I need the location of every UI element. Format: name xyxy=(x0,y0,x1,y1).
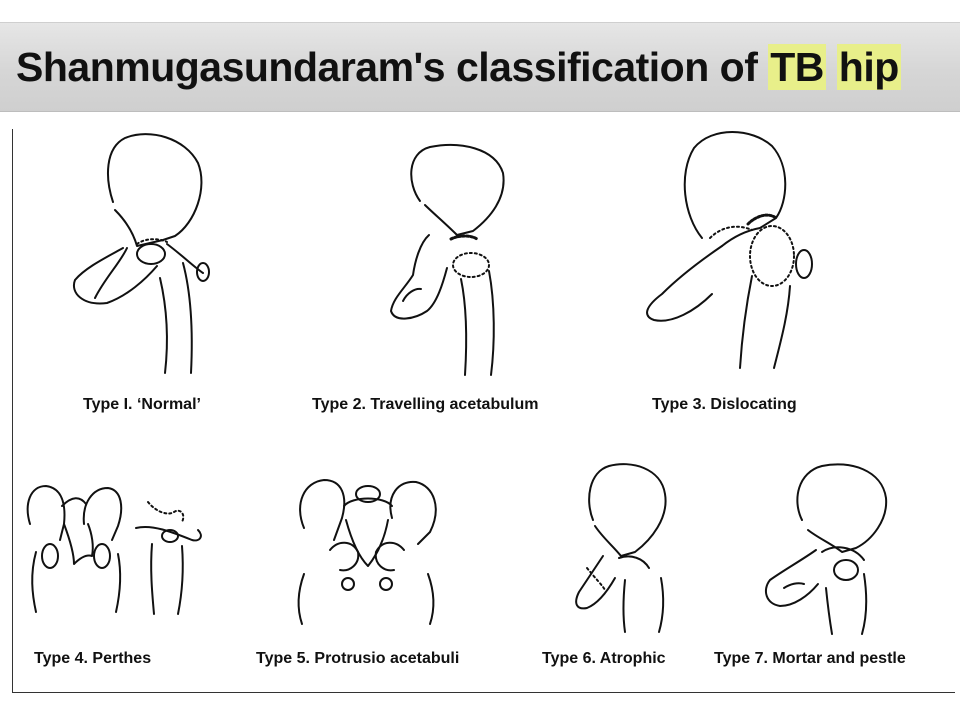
type-6-caption: Type 6. Atrophic xyxy=(542,650,666,667)
type-2-hip-drawing xyxy=(385,143,520,378)
title-text: Shanmugasundaram's classification of xyxy=(16,44,769,90)
type-3-hip-drawing xyxy=(640,126,820,371)
type-5-pelvis-drawing xyxy=(290,476,445,626)
type-7-hip-drawing xyxy=(760,460,895,635)
type-3-caption: Type 3. Dislocating xyxy=(652,396,797,413)
figure-panel xyxy=(12,129,955,693)
type-7-caption: Type 7. Mortar and pestle xyxy=(714,650,906,667)
type-5-caption: Type 5. Protrusio acetabuli xyxy=(256,650,460,667)
type-6-hip-drawing xyxy=(565,460,675,635)
type-1-caption: Type I. ‘Normal’ xyxy=(83,396,201,413)
type-4-caption: Type 4. Perthes xyxy=(34,650,152,667)
type-1-hip-drawing xyxy=(65,128,225,378)
page-title: Shanmugasundaram's classification of TB … xyxy=(16,44,901,91)
type-2-caption: Type 2. Travelling acetabulum xyxy=(312,396,539,413)
title-highlight-tb: TB xyxy=(768,44,826,90)
title-highlight-hip: hip xyxy=(836,44,901,90)
type-4-pelvis-drawing xyxy=(22,484,212,619)
